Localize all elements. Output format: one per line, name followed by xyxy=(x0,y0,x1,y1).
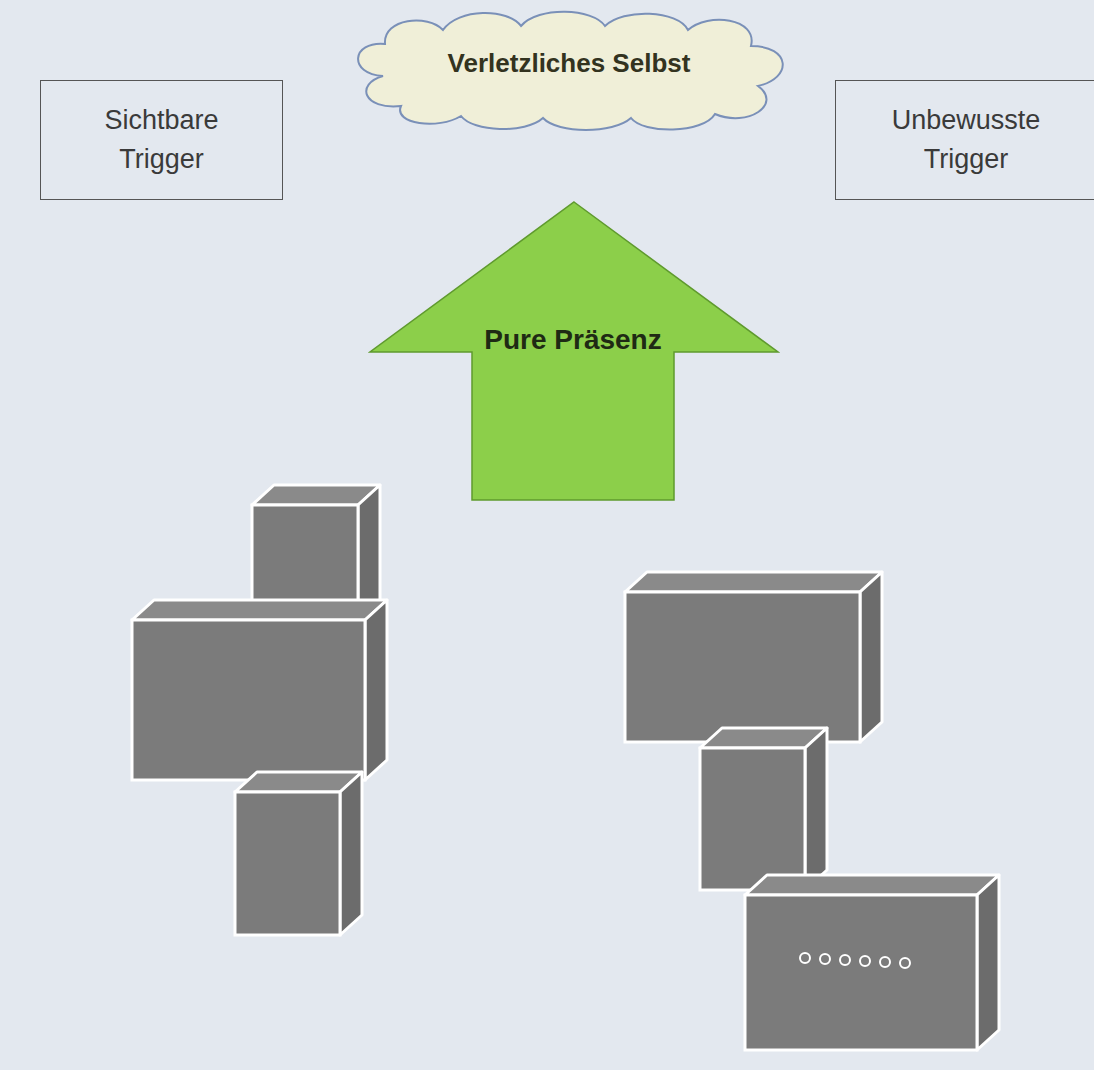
hole-dot xyxy=(860,956,870,966)
block-top xyxy=(132,600,387,620)
block-top xyxy=(625,572,882,592)
stone-block xyxy=(132,600,387,780)
block-front xyxy=(700,748,805,890)
stone-block xyxy=(745,875,999,1050)
stone-block xyxy=(700,728,827,890)
presence-arrow: Pure Präsenz xyxy=(368,200,780,502)
hole-dot xyxy=(800,953,810,963)
block-side xyxy=(340,772,362,935)
node-label: Pure Präsenz xyxy=(472,320,674,361)
block-front xyxy=(625,592,860,742)
hole-dot xyxy=(820,954,830,964)
trigger-box: Unbewusste Trigger xyxy=(835,80,1094,200)
block-front xyxy=(745,895,977,1050)
block-front xyxy=(235,792,340,935)
hole-dot xyxy=(900,958,910,968)
stone-block xyxy=(625,572,882,742)
block-side xyxy=(365,600,387,780)
arrow-outline xyxy=(370,202,778,500)
node-label: Unbewusste Trigger xyxy=(881,101,1051,179)
cloud-outline xyxy=(358,12,783,130)
block-side xyxy=(805,728,827,890)
self-cloud: Verletzliches Selbst xyxy=(343,6,795,134)
stone-block xyxy=(235,772,362,935)
block-side xyxy=(977,875,999,1050)
node-label: Sichtbare Trigger xyxy=(77,101,247,179)
hole-dot xyxy=(880,957,890,967)
hole-dot xyxy=(840,955,850,965)
block-top xyxy=(745,875,999,895)
block-front xyxy=(132,620,365,780)
trigger-box: Sichtbare Trigger xyxy=(40,80,283,200)
block-side xyxy=(860,572,882,742)
node-label: Verletzliches Selbst xyxy=(448,48,691,93)
